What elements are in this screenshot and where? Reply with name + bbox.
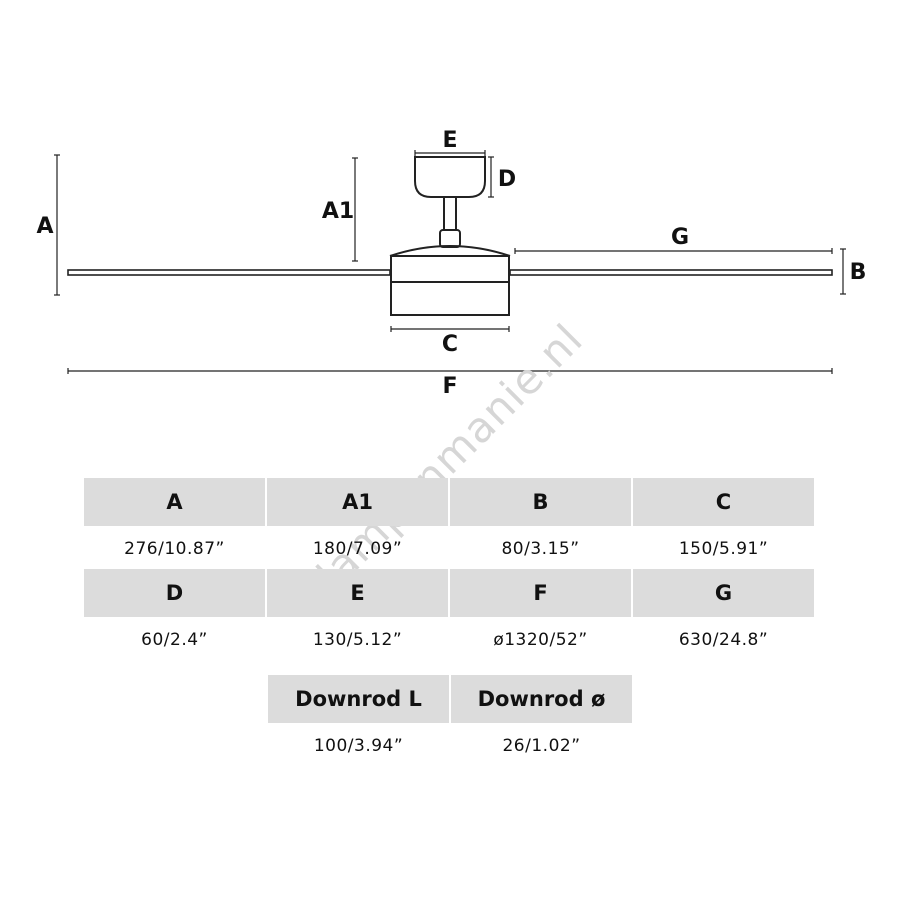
downrod: [443, 196, 457, 231]
spec-value-downrod-length: 100/3.94”: [313, 736, 404, 756]
spec-value-b: 80/3.15”: [501, 539, 580, 559]
spec-header-b: B: [450, 478, 631, 526]
right-blade: [509, 269, 833, 276]
spec-header-a: A: [84, 478, 265, 526]
spec-header-c: C: [633, 478, 814, 526]
spec-value-d: 60/2.4”: [141, 630, 208, 650]
label-e: E: [442, 128, 457, 153]
ceiling-canopy: [414, 156, 486, 198]
spec-value-f: ø1320/52”: [493, 630, 588, 650]
left-blade: [67, 269, 391, 276]
spec-value-e: 130/5.12”: [312, 630, 403, 650]
spec-header-g: G: [633, 569, 814, 617]
spec-value-g: 630/24.8”: [678, 630, 769, 650]
label-g: G: [671, 225, 689, 250]
spec-header-e: E: [267, 569, 448, 617]
spec-header-a1: A1: [267, 478, 448, 526]
label-f: F: [442, 374, 457, 399]
spec-value-c: 150/5.91”: [678, 539, 769, 559]
spec-header-downrod-diameter: Downrod ø: [451, 675, 632, 723]
label-b: B: [850, 260, 867, 285]
spec-header-f: F: [450, 569, 631, 617]
spec-header-d: D: [84, 569, 265, 617]
motor-top-cap: [389, 245, 511, 257]
spec-value-a: 276/10.87”: [124, 539, 225, 559]
label-a: A: [36, 214, 53, 239]
spec-value-downrod-diameter: 26/1.02”: [502, 736, 581, 756]
downrod-coupler: [439, 229, 461, 248]
label-c: C: [442, 332, 458, 357]
label-d: D: [498, 167, 516, 192]
motor-housing: [390, 255, 510, 316]
spec-value-a1: 180/7.09”: [312, 539, 403, 559]
label-a1: A1: [322, 199, 354, 224]
spec-header-downrod-length: Downrod L: [268, 675, 449, 723]
